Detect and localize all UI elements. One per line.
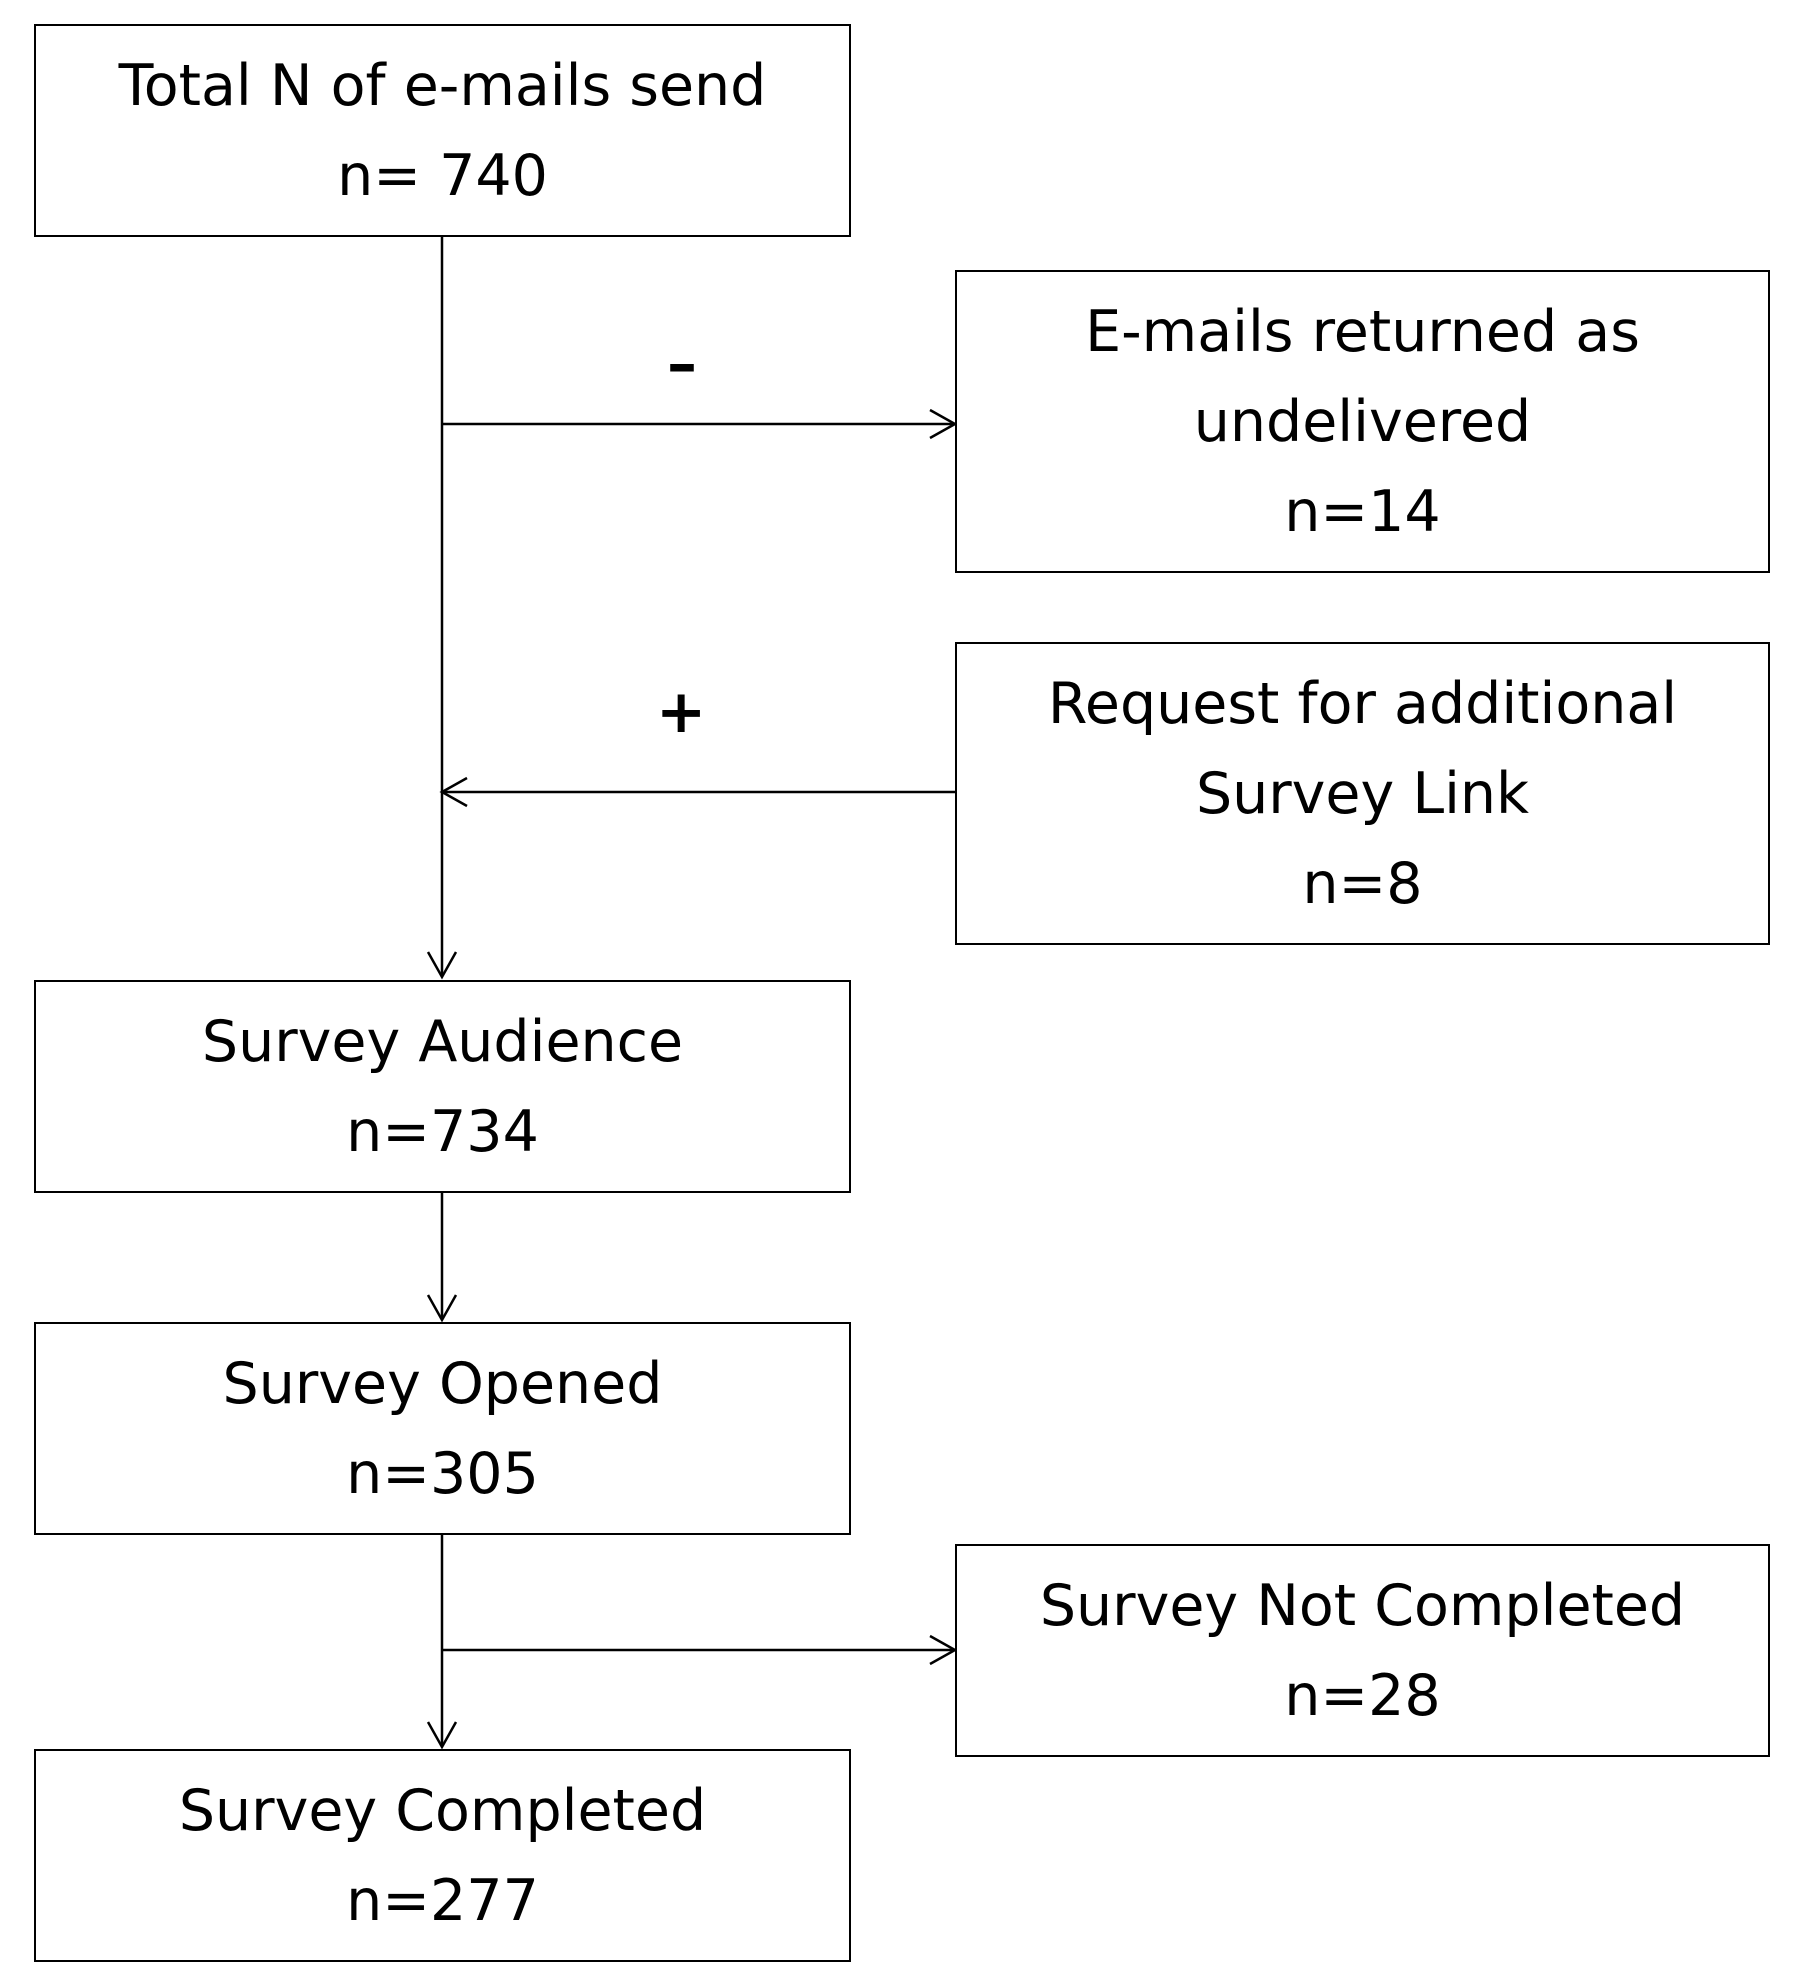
- survey-completed-label: Survey Completed: [178, 1777, 707, 1844]
- total-emails-count: n= 740: [337, 142, 548, 209]
- survey-not-completed-label: Survey Not Completed: [1039, 1572, 1686, 1639]
- survey-not-completed-box: Survey Not Completed n=28: [955, 1544, 1770, 1757]
- survey-opened-box: Survey Opened n=305: [34, 1322, 851, 1535]
- returned-emails-label-line1: E-mails returned as: [1085, 298, 1640, 365]
- minus-sign: –: [667, 329, 697, 399]
- returned-emails-label-line2: undelivered: [1193, 388, 1532, 455]
- plus-sign: +: [656, 677, 707, 747]
- request-link-label-line1: Request for additional: [1047, 670, 1678, 737]
- survey-audience-count: n=734: [346, 1098, 539, 1165]
- survey-audience-box: Survey Audience n=734: [34, 980, 851, 1193]
- survey-audience-label: Survey Audience: [201, 1008, 684, 1075]
- survey-completed-box: Survey Completed n=277: [34, 1749, 851, 1962]
- arrow-to-completed: [426, 1721, 458, 1750]
- returned-emails-box: E-mails returned as undelivered n=14: [955, 270, 1770, 573]
- arrow-to-audience: [426, 951, 458, 980]
- survey-completed-count: n=277: [346, 1867, 539, 1934]
- request-link-label-line2: Survey Link: [1195, 760, 1530, 827]
- request-link-box: Request for additional Survey Link n=8: [955, 642, 1770, 945]
- request-link-count: n=8: [1302, 850, 1423, 917]
- survey-opened-count: n=305: [346, 1440, 539, 1507]
- total-emails-label: Total N of e-mails send: [118, 52, 767, 119]
- returned-emails-count: n=14: [1284, 478, 1441, 545]
- arrow-to-opened: [426, 1294, 458, 1323]
- survey-not-completed-count: n=28: [1284, 1662, 1441, 1729]
- survey-opened-label: Survey Opened: [222, 1350, 663, 1417]
- arrow-from-request: [439, 776, 468, 808]
- total-emails-box: Total N of e-mails send n= 740: [34, 24, 851, 237]
